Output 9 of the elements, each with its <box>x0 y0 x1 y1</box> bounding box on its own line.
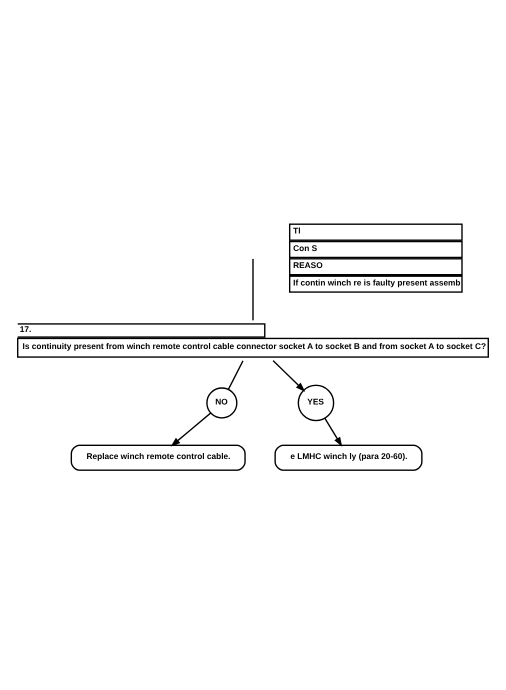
node-box: Replace winch remote control cable. <box>70 444 246 470</box>
arrow <box>272 360 306 392</box>
node-circle: YES <box>298 384 334 421</box>
connector <box>228 360 244 390</box>
node-box: e LMHC winch ly (para 20-60). <box>274 444 423 470</box>
arrow <box>170 412 212 446</box>
arrow <box>324 417 342 446</box>
connector <box>252 258 254 320</box>
node-circle: NO <box>206 386 238 418</box>
